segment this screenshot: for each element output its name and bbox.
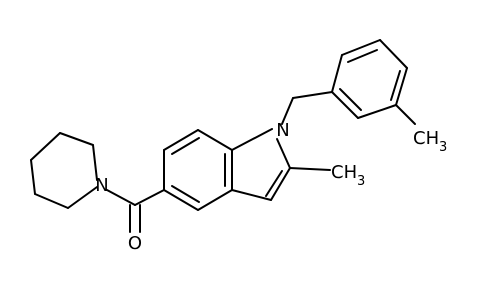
bond bbox=[390, 70, 401, 101]
atom-label-ch3-ring: CH 3 bbox=[413, 128, 447, 155]
bond bbox=[30, 159, 36, 195]
atom-label-o-carbonyl: O bbox=[128, 233, 142, 254]
bond bbox=[67, 186, 98, 209]
bond bbox=[379, 39, 408, 69]
bond bbox=[331, 91, 359, 119]
bond bbox=[92, 144, 98, 181]
bond bbox=[163, 129, 199, 151]
bond bbox=[339, 88, 362, 111]
atom-label-n-piperidine: N bbox=[95, 175, 108, 196]
indole-benzene-ring bbox=[163, 129, 233, 211]
bond bbox=[357, 104, 397, 119]
bond bbox=[331, 54, 343, 93]
bond bbox=[134, 189, 165, 206]
bond bbox=[231, 189, 272, 201]
bond bbox=[163, 189, 199, 211]
bond bbox=[395, 104, 416, 125]
bond bbox=[270, 167, 291, 201]
indole-pyrrole-ring bbox=[231, 128, 291, 201]
ch3-indole-main: CH bbox=[331, 162, 357, 183]
bond bbox=[171, 185, 200, 203]
bond bbox=[106, 189, 136, 206]
bond bbox=[231, 128, 273, 151]
bond bbox=[34, 193, 69, 209]
bond bbox=[341, 39, 381, 56]
amide-group bbox=[106, 189, 165, 233]
bond bbox=[197, 129, 233, 151]
bond bbox=[197, 189, 233, 211]
piperidine-ring bbox=[30, 132, 98, 209]
bond bbox=[171, 137, 200, 155]
ch3-indole-sub: 3 bbox=[357, 174, 365, 189]
bond bbox=[292, 91, 333, 99]
ch3-ring-sub: 3 bbox=[439, 140, 447, 155]
bond bbox=[281, 97, 294, 125]
bond bbox=[395, 67, 408, 106]
bond bbox=[347, 49, 378, 63]
atom-label-n-indole: N bbox=[276, 120, 289, 141]
bond bbox=[289, 167, 331, 171]
tolyl-ring bbox=[331, 39, 408, 119]
bond bbox=[276, 138, 291, 169]
atom-label-ch3-indole: CH 3 bbox=[331, 162, 365, 189]
bond bbox=[265, 170, 283, 197]
bond bbox=[59, 132, 94, 146]
bond bbox=[30, 132, 61, 161]
ch3-ring-main: CH bbox=[413, 128, 439, 149]
